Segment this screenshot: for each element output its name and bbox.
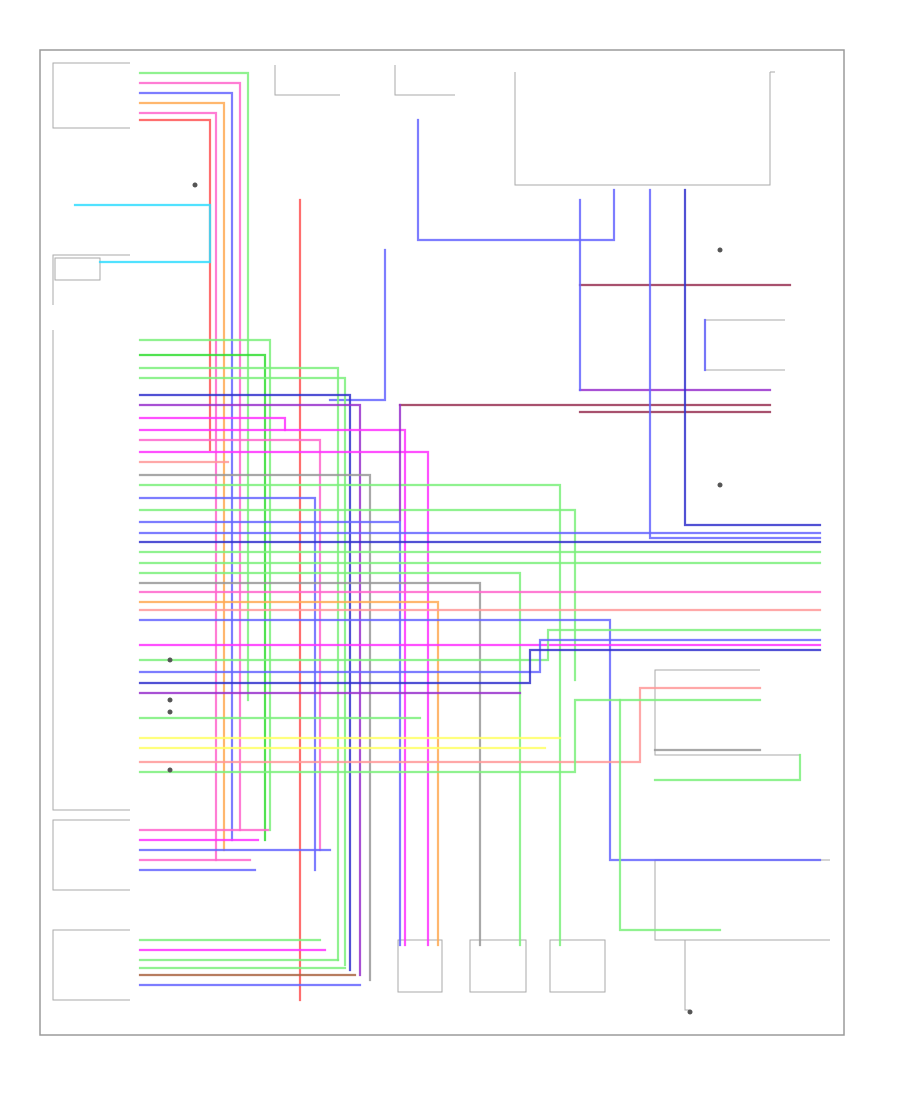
fuse-block-a: [274, 65, 340, 96]
wire-blue-38: [138, 638, 822, 674]
wire-red-5: [138, 118, 212, 452]
relay-box: [514, 72, 771, 186]
wire-lt-green-0: [138, 71, 250, 702]
top-left-module: [52, 62, 130, 129]
lower-left-module: [52, 819, 130, 891]
wire-lt-green-55: [618, 698, 722, 932]
wire-blue-25: [138, 520, 402, 947]
ground-point: [684, 940, 690, 1011]
wire-lt-blue-6: [73, 203, 212, 264]
wire-lt-green-37: [138, 628, 822, 662]
wire-orange-33: [138, 600, 440, 947]
connector-dot-6: [717, 482, 723, 488]
wire-lt-green-45: [138, 698, 762, 774]
right-sensor-1: [704, 319, 785, 371]
wire-lt-green-13: [138, 376, 347, 967]
main-control-module: [52, 254, 130, 305]
wire-magenta-17: [138, 428, 407, 947]
wire-lt-green-10: [138, 338, 272, 832]
fuse-block-b: [394, 65, 455, 96]
wire-dark-blue-14: [138, 393, 352, 972]
wire-blue-53: [648, 188, 822, 540]
connector-dot-0: [192, 182, 198, 188]
wire-group: [73, 71, 822, 1002]
connector-dot-1: [167, 657, 173, 663]
connector-dot-7: [687, 1009, 693, 1015]
wire-pink-1: [138, 81, 242, 832]
wire-salmon-44: [138, 686, 762, 764]
wire-green-11: [138, 353, 267, 842]
connector-dot-3: [167, 709, 173, 715]
wire-lt-green-22: [138, 483, 562, 947]
wire-pink-18: [138, 438, 322, 852]
connector-dot-4: [167, 767, 173, 773]
sensor-c: [549, 939, 606, 993]
wire-gray-21: [138, 473, 372, 982]
diagram-frame: [39, 49, 845, 1036]
wire-lt-green-24: [138, 508, 577, 682]
sensor-a: [397, 939, 443, 993]
engine-control-module: [52, 330, 130, 811]
connector-dots: [167, 182, 723, 1015]
connector-dot-5: [717, 247, 723, 253]
small-switch-box: [54, 257, 101, 281]
wire-dark-blue-52: [683, 188, 822, 527]
wire-blue-23: [138, 496, 317, 872]
bottom-left-module: [52, 929, 130, 1001]
neutral-switch: [654, 859, 830, 941]
wire-lt-green-30: [138, 571, 522, 947]
wire-magenta-16: [138, 416, 287, 432]
wire-purple-15: [138, 403, 362, 977]
connector-dot-2: [167, 697, 173, 703]
wire-lt-green-56: [653, 753, 802, 782]
wire-dark-blue-39: [138, 648, 822, 685]
right-switch: [654, 669, 800, 756]
sensor-b: [469, 939, 527, 993]
wire-blue-9: [328, 248, 387, 402]
wire-blue-35: [138, 618, 822, 862]
wire-gray-31: [138, 581, 482, 947]
wire-blue-8: [416, 118, 616, 242]
wire-magenta-19: [138, 450, 430, 947]
